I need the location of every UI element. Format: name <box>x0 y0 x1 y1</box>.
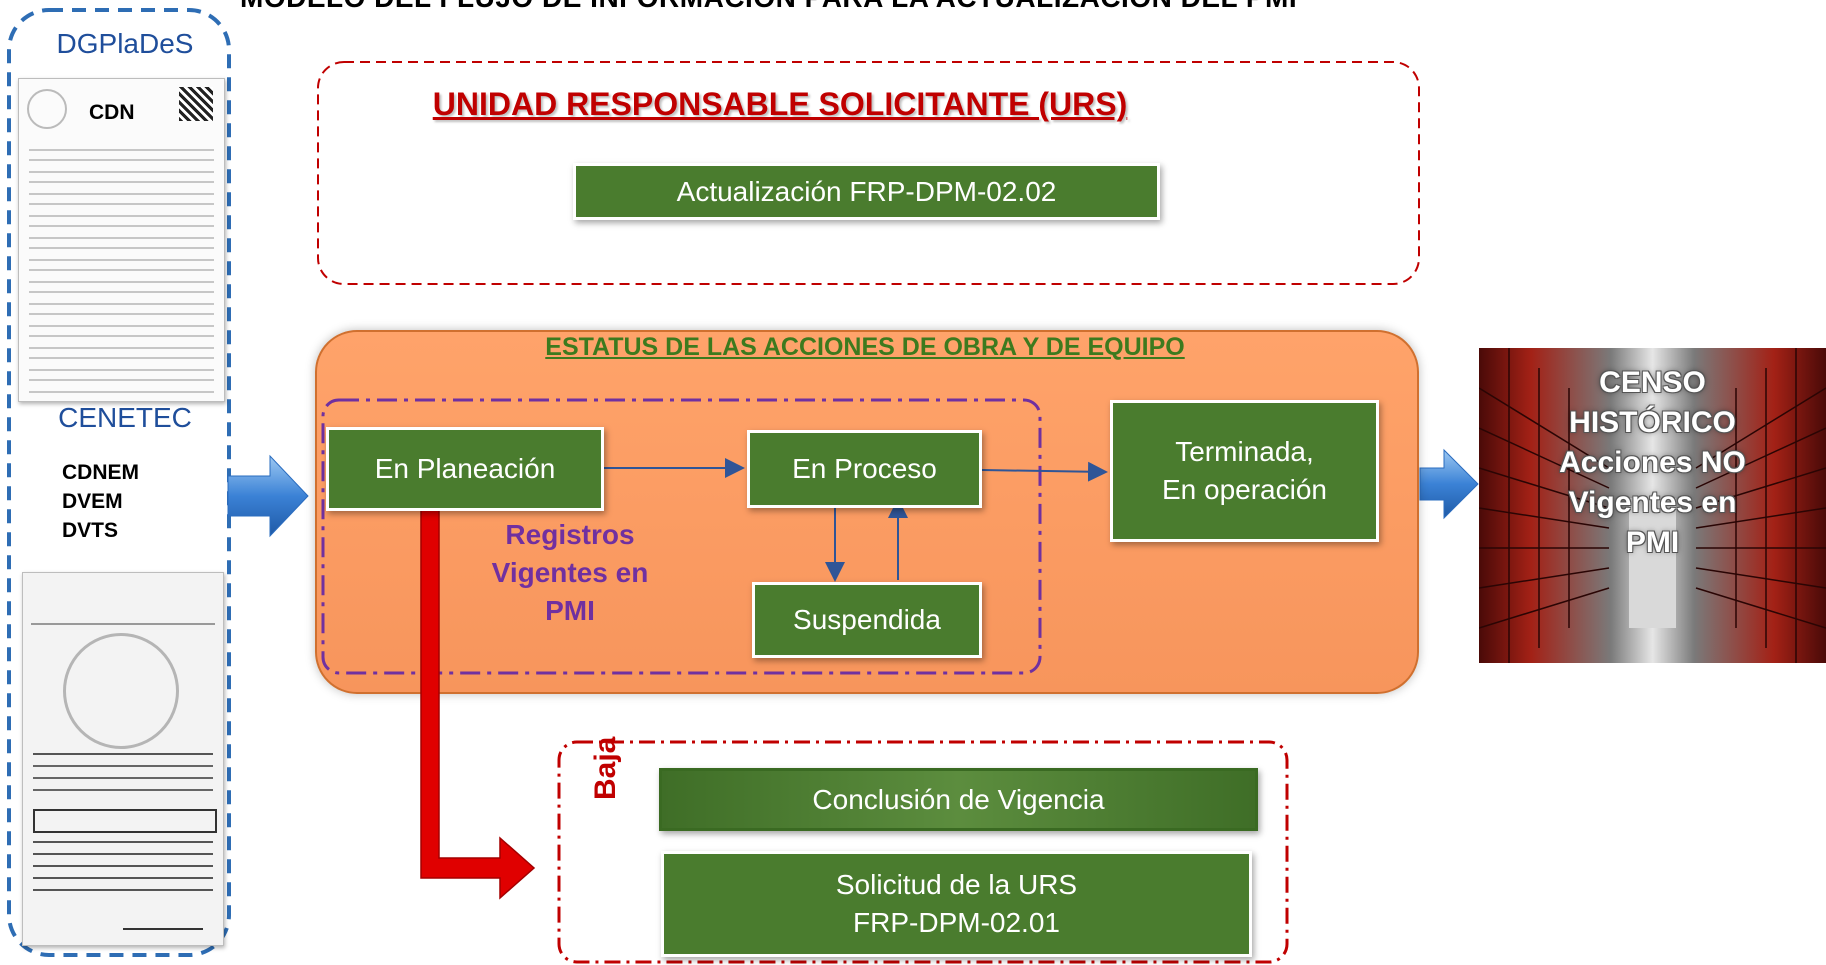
status-title: ESTATUS DE LAS ACCIONES DE OBRA Y DE EQU… <box>545 333 1185 361</box>
censo-historico-label: CENSO HISTÓRICO Acciones NO Vigentes en … <box>1479 363 1826 562</box>
actualizacion-box: Actualización FRP-DPM-02.02 <box>573 163 1160 220</box>
diagram-title: MODELO DEL FLUJO DE INFORMACIÓN PARA LA … <box>240 0 1680 14</box>
blue-arrow-left <box>227 454 309 538</box>
code-dvem: DVEM <box>62 490 123 513</box>
censo-line4: Vigentes en <box>1568 485 1737 519</box>
archive-shelves-icon <box>1479 348 1826 663</box>
document-header <box>31 583 215 625</box>
status-suspendida: Suspendida <box>752 582 982 658</box>
archive-image <box>1479 348 1826 663</box>
status-terminada: Terminada, En operación <box>1110 400 1379 542</box>
blue-arrow-right <box>1419 448 1479 520</box>
seal-icon <box>27 89 67 129</box>
censo-line5: PMI <box>1625 525 1680 559</box>
censo-line1: CENSO <box>1599 366 1706 399</box>
registros-vigentes-label: Registros Vigentes en PMI <box>470 516 670 629</box>
baja-frame <box>557 740 1289 964</box>
registros-line2: Vigentes en <box>491 556 649 588</box>
cenetec-label: CENETEC <box>58 402 192 433</box>
baja-label: Baja <box>589 736 622 800</box>
dgplades-label: DGPlaDeS <box>56 28 194 59</box>
urs-frame <box>317 61 1420 285</box>
signature-line <box>123 908 203 930</box>
code-cdnem: CDNEM <box>62 461 139 484</box>
red-arrow-baja <box>420 509 536 900</box>
stamp-icon <box>63 633 179 749</box>
solicitud-urs-box: Solicitud de la URS FRP-DPM-02.01 <box>661 851 1252 957</box>
arrow-proceso-terminada <box>981 461 1108 482</box>
status-en-proceso: En Proceso <box>747 430 982 508</box>
cdn-document-thumbnail: CDN <box>18 78 225 402</box>
qr-code-icon <box>179 87 213 121</box>
vigentes-frame <box>321 398 1042 675</box>
censo-line2: HISTÓRICO <box>1569 405 1736 439</box>
solicitud-line2: FRP-DPM-02.01 <box>853 907 1060 938</box>
terminada-line2: En operación <box>1161 474 1327 505</box>
censo-line3: Acciones NO <box>1559 445 1746 479</box>
conclusion-vigencia-box: Conclusión de Vigencia <box>659 768 1258 831</box>
status-en-planeacion: En Planeación <box>326 427 604 511</box>
code-dvts: DVTS <box>62 519 119 542</box>
terminada-line1: Terminada, <box>1175 436 1314 468</box>
registros-line3: PMI <box>545 594 595 626</box>
sidebar-frame <box>7 8 231 957</box>
certificate-document-thumbnail <box>22 572 224 946</box>
registros-line1: Registros <box>505 519 635 550</box>
urs-title: UNIDAD RESPONSABLE SOLICITANTE (URS) <box>432 86 1128 122</box>
solicitud-line1: Solicitud de la URS <box>835 869 1078 901</box>
certificate-title-band <box>33 809 217 833</box>
cdn-code: CDN <box>89 101 135 124</box>
